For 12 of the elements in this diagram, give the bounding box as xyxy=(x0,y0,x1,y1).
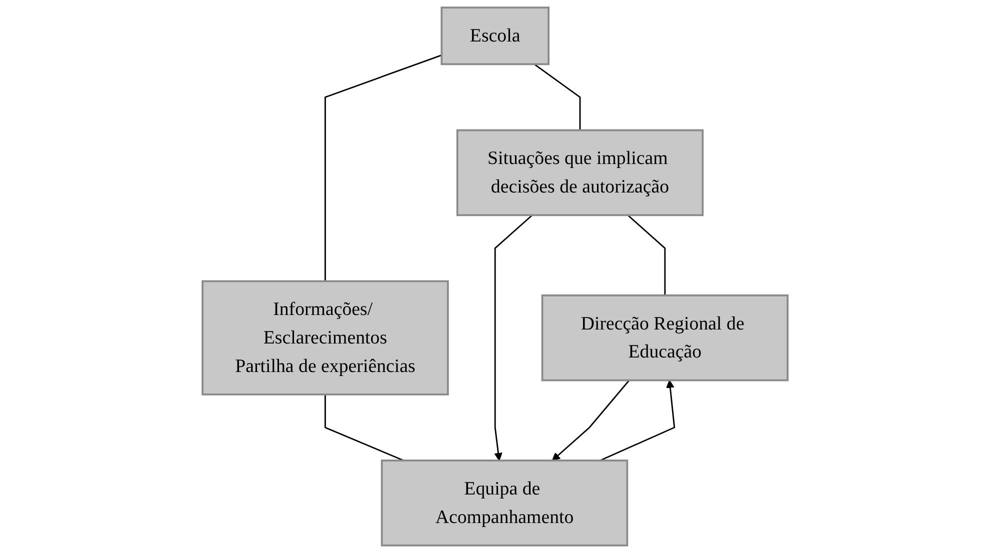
node-box: Situações que implicam decisões de autorização xyxy=(456,129,704,216)
arrow xyxy=(494,214,534,461)
arrow xyxy=(552,380,630,461)
node-box: Equipa de Acompanhamento xyxy=(381,460,629,546)
connector xyxy=(324,394,404,462)
node-box: Escola xyxy=(441,6,550,66)
arrow xyxy=(600,380,676,462)
connector xyxy=(628,214,666,296)
node-box: Informações/ Esclarecimentos Partilha de experiências xyxy=(202,280,450,396)
connector xyxy=(534,64,582,130)
connector xyxy=(324,54,442,282)
node-box: Direcção Regional de Educação xyxy=(542,294,789,382)
